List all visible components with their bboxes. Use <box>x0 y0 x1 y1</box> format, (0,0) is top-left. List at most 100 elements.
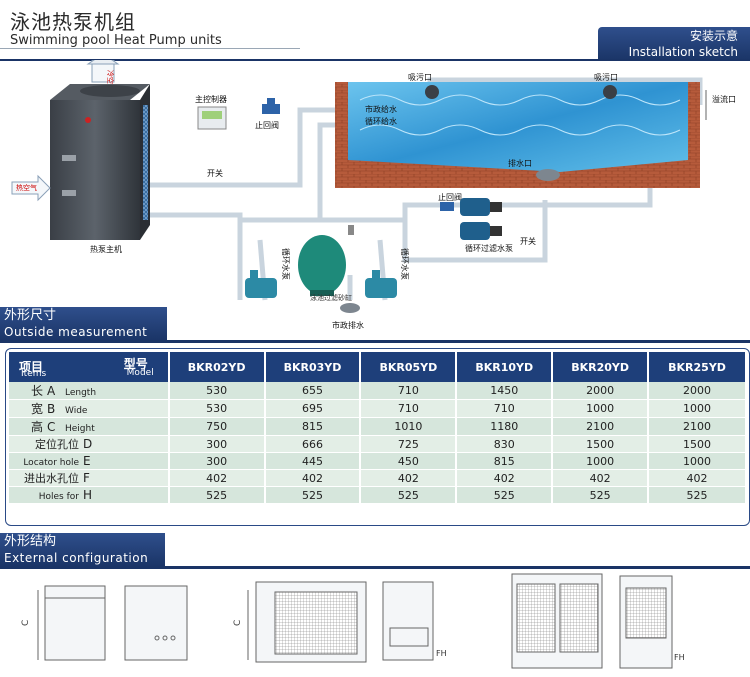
table-cell: 1000 <box>648 452 747 470</box>
table-cell: 1010 <box>360 417 458 436</box>
row-label-en: Length <box>65 388 97 398</box>
drain-port-icon <box>536 169 560 181</box>
table-cell: 402 <box>648 469 747 487</box>
check-valve-1-label: 止回阀 <box>255 120 279 130</box>
unit-side-1-port <box>170 635 176 641</box>
circ-water-label: 循环给水 <box>365 116 397 126</box>
table-cell: 525 <box>360 486 458 504</box>
installation-title-cn: 安装示意 <box>689 29 738 43</box>
sand-filter-label: 泳池过滤砂缸 <box>310 293 352 302</box>
unit-front-2-grill <box>274 591 358 655</box>
suction-label-1: 吸污口 <box>408 72 432 82</box>
suction-label-2: 吸污口 <box>594 72 618 82</box>
page-title: 泳池热泵机组 <box>10 10 136 34</box>
table-cell: 1450 <box>456 382 554 400</box>
table-cell: 1000 <box>552 452 650 470</box>
row-label-en: Height <box>65 424 95 434</box>
table-cell: 402 <box>264 469 362 487</box>
swimming-pool <box>335 82 700 188</box>
table-cell: 525 <box>264 486 362 504</box>
table-cell: 1500 <box>648 435 747 453</box>
city-water-label: 市政给水 <box>365 104 397 114</box>
header-items-model: 项目 Items 型号 Model <box>9 352 170 382</box>
outside-measurement-banner: 外形尺寸 Outside measurement <box>0 307 167 341</box>
backwash-pump-1 <box>245 270 277 298</box>
sand-filter <box>298 225 354 296</box>
unit-front-3-grill-b <box>559 583 599 653</box>
installation-title-en: Installation sketch <box>628 45 738 59</box>
table-cell: 2000 <box>552 382 650 400</box>
table-header-row: 项目 Items 型号 Model BKR02YD BKR03YD BKR05Y… <box>9 352 747 382</box>
model-header: BKR02YD <box>168 352 266 382</box>
dim-fh-label-1: FH <box>436 649 447 658</box>
row-label-cn: 长 <box>30 384 43 398</box>
row-label-symbol: H <box>83 488 93 502</box>
table-cell: 2000 <box>648 382 747 400</box>
external-title-cn: 外形结构 <box>4 534 57 549</box>
table-cell: 402 <box>360 469 458 487</box>
suction-port-1 <box>425 85 439 99</box>
title-underline <box>0 48 300 49</box>
check-valve-2 <box>440 202 454 211</box>
table-cell: 445 <box>264 452 362 470</box>
drain-port-label: 排水口 <box>508 158 532 168</box>
heat-pump-label: 热泵主机 <box>90 244 122 254</box>
unit-side-1-port <box>154 635 160 641</box>
table-cell: 525 <box>456 486 554 504</box>
hot-air-arrow <box>11 174 51 202</box>
circ-pump-label: 循环过滤水泵 <box>465 243 513 253</box>
installation-banner: 安装示意 Installation sketch <box>598 27 750 61</box>
hot-air-label: 热空气 <box>16 183 37 192</box>
outside-title-cn: 外形尺寸 <box>4 308 57 323</box>
model-header: BKR10YD <box>456 352 554 382</box>
table-cell: 300 <box>168 435 266 453</box>
specification-table: 项目 Items 型号 Model BKR02YD BKR03YD BKR05Y… <box>9 352 747 504</box>
row-label-en: Wide <box>65 406 88 416</box>
row-label-symbol: A <box>47 384 56 398</box>
external-title-en: External configuration <box>4 551 149 565</box>
switch-1-label: 开关 <box>207 168 223 178</box>
unit-side-3-grill <box>625 587 667 639</box>
table-cell: 402 <box>456 469 554 487</box>
unit-front-1 <box>44 585 106 661</box>
unit-side-1-port <box>162 635 168 641</box>
installation-rule <box>0 59 750 61</box>
heat-pump-unit <box>50 84 150 240</box>
unit-side-2 <box>382 581 434 661</box>
table-cell: 666 <box>264 435 362 453</box>
row-label-symbol: F <box>83 471 90 485</box>
dim-fh-label-2: FH <box>674 653 685 662</box>
unit-side-2-panel <box>389 627 429 647</box>
backwash-pump-2 <box>365 270 397 298</box>
table-cell: 525 <box>168 486 266 504</box>
header-items-en: Items <box>21 369 47 379</box>
header-items-cn: 项目 <box>19 360 44 374</box>
table-cell: 300 <box>168 452 266 470</box>
check-valve-1 <box>262 98 280 114</box>
table-cell: 695 <box>264 399 362 418</box>
model-header: BKR20YD <box>552 352 650 382</box>
city-drain-label: 市政排水 <box>332 320 364 330</box>
page-subtitle: Swimming pool Heat Pump units <box>10 33 222 48</box>
controller-icon <box>197 106 227 130</box>
external-rule <box>0 566 750 569</box>
row-label-cn: Locator hole <box>23 458 79 468</box>
table-cell: 530 <box>168 399 266 418</box>
table-cell: 450 <box>360 452 458 470</box>
installation-diagram: 冷空气 热空气 热泵主机 主控制器 <box>11 60 736 330</box>
table-cell: 530 <box>168 382 266 400</box>
backwash-pump-label-1: 循环水泵 <box>281 248 291 280</box>
unit-front-3-grill-a <box>516 583 556 653</box>
pipe-network <box>150 77 703 301</box>
table-cell: 1500 <box>552 435 650 453</box>
